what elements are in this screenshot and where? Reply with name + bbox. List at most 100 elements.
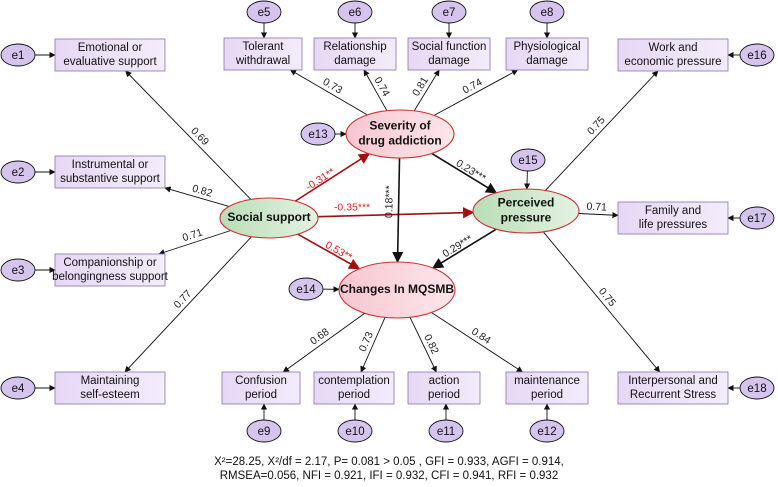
fit-indices: X²=28.25, X²/df = 2.17, P= 0.081 > 0.05 … bbox=[0, 455, 778, 483]
error-ellipse bbox=[0, 258, 36, 282]
error-term-e14: e14 bbox=[288, 277, 324, 301]
loading-path-ind9 bbox=[282, 312, 365, 373]
structural-coef-severity-changes: 0.18*** bbox=[383, 185, 396, 218]
indicator-box bbox=[505, 37, 589, 71]
loading-label-ind17: 0.71 bbox=[586, 201, 607, 214]
indicator-label: period bbox=[428, 389, 460, 401]
error-ellipse bbox=[300, 122, 336, 146]
loading-path-ind8 bbox=[433, 69, 519, 116]
indicator-label: Family and bbox=[645, 205, 701, 217]
indicator-label: Interpersonal and bbox=[628, 375, 718, 387]
structural-path-social-severity bbox=[294, 153, 371, 202]
structural-coef-perceived-changes: 0.29*** bbox=[441, 233, 475, 260]
latent-label: drug addiction bbox=[358, 134, 441, 148]
latent-ellipse bbox=[472, 188, 580, 234]
indicator-box bbox=[54, 155, 166, 189]
indicator-label: Social function bbox=[412, 41, 487, 53]
indicator-label: economic pressure bbox=[624, 56, 721, 68]
structural-path-severity-changes bbox=[392, 157, 404, 264]
paths-layer bbox=[35, 23, 740, 420]
error-ellipse bbox=[428, 419, 464, 443]
indicator-box bbox=[617, 371, 729, 405]
latent-changes: Changes In MQSMB bbox=[338, 261, 456, 319]
error-label: e18 bbox=[747, 383, 766, 395]
error-ellipse bbox=[0, 160, 36, 184]
loading-label-ind18: 0.75 bbox=[596, 286, 618, 310]
loading-path-ind10 bbox=[360, 317, 386, 373]
loading-label-ind1: 0.69 bbox=[188, 125, 211, 148]
loading-path-ind11 bbox=[409, 317, 437, 373]
loading-path-ind1 bbox=[125, 70, 252, 200]
error-term-e5: e5 bbox=[246, 0, 282, 24]
error-term-e16: e16 bbox=[739, 43, 775, 67]
error-term-e11: e11 bbox=[428, 419, 464, 443]
loading-label-ind2: 0.82 bbox=[191, 183, 214, 200]
error-term-e13: e13 bbox=[300, 122, 336, 146]
error-path-e15 bbox=[523, 169, 531, 190]
error-label: e4 bbox=[12, 383, 25, 395]
error-ellipse bbox=[510, 148, 546, 172]
indicator-label: substantive support bbox=[60, 173, 161, 185]
loading-path-ind6 bbox=[363, 69, 388, 111]
error-term-e3: e3 bbox=[0, 258, 36, 282]
error-term-e1: e1 bbox=[0, 43, 36, 67]
error-label: e14 bbox=[296, 284, 316, 296]
error-ellipse bbox=[337, 0, 373, 24]
loading-label-ind8: 0.74 bbox=[461, 76, 485, 96]
indicator-label: damage bbox=[334, 55, 376, 67]
latent-label: Perceived bbox=[498, 196, 555, 210]
loading-path-ind16 bbox=[544, 70, 659, 191]
error-ellipse bbox=[431, 0, 467, 24]
indicator-label: life pressures bbox=[639, 219, 708, 231]
structural-path-perceived-changes bbox=[431, 228, 497, 269]
loading-label-ind6: 0.74 bbox=[372, 75, 393, 99]
indicator-label: Emotional or bbox=[78, 42, 143, 54]
error-ellipse bbox=[288, 277, 324, 301]
loading-label-ind12: 0.84 bbox=[469, 326, 493, 347]
error-label: e9 bbox=[258, 426, 271, 438]
error-label: e8 bbox=[541, 7, 554, 19]
indicator-label: Work and bbox=[648, 42, 697, 54]
error-term-e17: e17 bbox=[739, 206, 775, 230]
error-term-e10: e10 bbox=[337, 419, 373, 443]
error-ellipse bbox=[0, 43, 36, 67]
loading-label-ind11: 0.82 bbox=[421, 332, 441, 356]
loading-path-ind3 bbox=[158, 230, 231, 256]
error-label: e1 bbox=[12, 50, 25, 62]
latent-ellipse bbox=[338, 261, 456, 319]
error-ellipse bbox=[529, 0, 565, 24]
error-label: e15 bbox=[518, 155, 537, 167]
error-ellipse bbox=[739, 43, 775, 67]
error-ellipse bbox=[739, 206, 775, 230]
indicator-box bbox=[221, 371, 301, 405]
error-term-e15: e15 bbox=[510, 148, 546, 172]
structural-coef-social-severity: -0.31** bbox=[304, 166, 338, 193]
loading-path-ind18 bbox=[542, 231, 661, 373]
loading-label-ind3: 0.71 bbox=[181, 226, 204, 244]
indicator-box bbox=[54, 371, 166, 405]
indicator-label: damage bbox=[428, 55, 470, 67]
indicator-label: Relationship bbox=[323, 41, 386, 53]
indicator-label: Instrumental or bbox=[72, 159, 149, 171]
indicator-box bbox=[505, 371, 589, 405]
indicator-ind16: Work and economic pressure bbox=[617, 38, 729, 72]
indicator-label: period bbox=[245, 389, 277, 401]
loading-path-ind2 bbox=[164, 186, 230, 207]
error-term-e12: e12 bbox=[529, 419, 565, 443]
error-label: e13 bbox=[308, 129, 327, 141]
latent-label: Severity of bbox=[369, 119, 431, 133]
indicator-ind6: Relationship damage bbox=[313, 37, 397, 71]
loading-path-ind17 bbox=[578, 211, 619, 219]
error-label: e17 bbox=[747, 213, 766, 225]
loading-label-ind7: 0.81 bbox=[410, 75, 431, 99]
fit-indices-line-2: RMSEA=0.056, NFI = 0.921, IFI = 0.932, C… bbox=[219, 470, 559, 482]
loading-label-ind4: 0.77 bbox=[172, 288, 195, 311]
